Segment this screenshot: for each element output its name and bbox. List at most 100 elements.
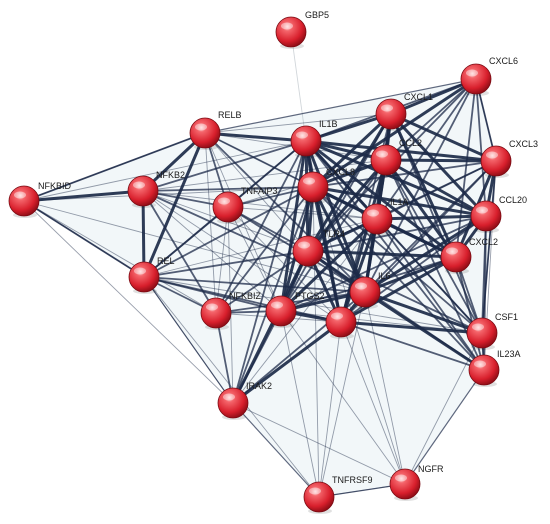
node-sphere[interactable] (361, 203, 393, 235)
node-label-cxcl6: CXCL6 (489, 56, 518, 66)
edge-ccl2-ptgs2 (280, 159, 387, 312)
node-sphere[interactable] (460, 63, 492, 95)
node-sphere[interactable] (217, 387, 249, 419)
node-label-ccl2: CCL2 (399, 138, 422, 148)
edge-il1a-irak2 (232, 218, 378, 404)
edge-relb-nfkbiz (204, 132, 217, 314)
node-sphere[interactable] (325, 306, 357, 338)
node-ngfr[interactable] (389, 468, 421, 501)
node-relb[interactable] (189, 117, 221, 150)
node-highlight (376, 150, 388, 158)
node-sphere[interactable] (275, 16, 307, 48)
node-highlight (133, 181, 145, 189)
edge-nfkbid-irak2 (23, 200, 234, 404)
node-label-nfkbid: NFKBID (38, 181, 72, 191)
node-hub[interactable] (325, 306, 357, 339)
edge-tlr4-cxcl2 (306, 249, 458, 259)
edge-nfkbid-cxcl8 (23, 186, 314, 202)
edge-cxcl6-il6 (364, 78, 477, 293)
node-cxcl1[interactable] (375, 98, 407, 131)
edge-cxcl8-rel (143, 186, 314, 278)
node-cxcl6[interactable] (460, 63, 492, 96)
node-label-cxcl2: CXCL2 (469, 237, 498, 247)
edge-rel-il6 (143, 276, 366, 293)
node-sphere[interactable] (468, 354, 500, 386)
node-highlight (303, 177, 315, 185)
node-ptgs2[interactable] (265, 295, 297, 328)
node-sphere[interactable] (292, 235, 324, 267)
node-nfkbiz[interactable] (200, 297, 232, 330)
node-label-tnfrsf9: TNFRSF9 (332, 475, 373, 485)
node-label-gbp5: GBP5 (305, 10, 329, 20)
edge-il1a-il23a (376, 218, 485, 371)
node-sphere[interactable] (297, 171, 329, 203)
edge-il1b-nfkbid (23, 140, 307, 202)
node-label-irak2: IRAK2 (246, 381, 272, 391)
node-tlr4[interactable] (292, 235, 324, 268)
node-sphere[interactable] (349, 276, 381, 308)
node-highlight (14, 191, 26, 199)
edge-nfkb2-ptgs2 (142, 190, 282, 312)
node-label-il1b: IL1B (319, 119, 338, 129)
node-sphere[interactable] (127, 175, 159, 207)
node-sphere[interactable] (389, 468, 421, 500)
node-label-ptgs2: PTGS2 (295, 291, 325, 301)
node-label-cxcl8: CXCL8 (326, 167, 355, 177)
node-il6[interactable] (349, 276, 381, 309)
node-sphere[interactable] (303, 481, 335, 513)
node-sphere[interactable] (200, 297, 232, 329)
edge-il1a-hub (339, 217, 379, 324)
node-sphere[interactable] (440, 241, 472, 273)
node-csf1[interactable] (466, 317, 498, 350)
node-cxcl3[interactable] (480, 145, 512, 178)
node-ccl20[interactable] (470, 200, 502, 233)
node-irak2[interactable] (217, 387, 249, 420)
node-gbp5[interactable] (275, 16, 307, 49)
node-sphere[interactable] (189, 117, 221, 149)
node-label-tlr4: TLR4 (323, 229, 345, 239)
node-sphere[interactable] (265, 295, 297, 327)
edge-relb-ptgs2 (204, 132, 282, 312)
node-sphere[interactable] (8, 185, 40, 217)
edge-hub-il23a (340, 321, 485, 371)
node-sphere[interactable] (212, 191, 244, 223)
node-sphere[interactable] (375, 98, 407, 130)
edge-il1a-csf1 (376, 218, 483, 334)
node-label-csf1: CSF1 (495, 312, 518, 322)
node-highlight (446, 247, 458, 255)
node-tnfaip3[interactable] (212, 191, 244, 224)
node-sphere[interactable] (480, 145, 512, 177)
node-ccl2[interactable] (370, 144, 402, 177)
node-cxcl8[interactable] (297, 171, 329, 204)
node-label-ccl20: CCL20 (499, 195, 527, 205)
node-label-cxcl3: CXCL3 (509, 139, 538, 149)
node-sphere[interactable] (290, 125, 322, 157)
node-il1b[interactable] (290, 125, 322, 158)
node-highlight (223, 393, 235, 401)
node-highlight (472, 323, 484, 331)
node-highlight (206, 303, 218, 311)
node-nfkbid[interactable] (8, 185, 40, 218)
node-highlight (331, 312, 343, 320)
node-label-rel: REL (157, 256, 175, 266)
node-label-ngfr: NGFR (418, 464, 444, 474)
node-sphere[interactable] (370, 144, 402, 176)
node-il1a[interactable] (361, 203, 393, 236)
node-tnfrsf9[interactable] (303, 481, 335, 514)
node-nfkb2[interactable] (127, 175, 159, 208)
node-sphere[interactable] (466, 317, 498, 349)
node-label-relb: RELB (218, 110, 242, 120)
node-cxcl2[interactable] (440, 241, 472, 274)
node-il23a[interactable] (468, 354, 500, 387)
node-highlight (296, 131, 308, 139)
edge-hub-csf1 (339, 320, 484, 335)
node-sphere[interactable] (470, 200, 502, 232)
node-label-il23a: IL23A (497, 349, 521, 359)
node-rel[interactable] (128, 261, 160, 294)
edge-nfkbid-nfkbiz (23, 200, 217, 314)
node-sphere[interactable] (128, 261, 160, 293)
node-highlight (476, 206, 488, 214)
edge-nfkbid-nfkb2 (22, 189, 145, 203)
node-highlight (195, 123, 207, 131)
